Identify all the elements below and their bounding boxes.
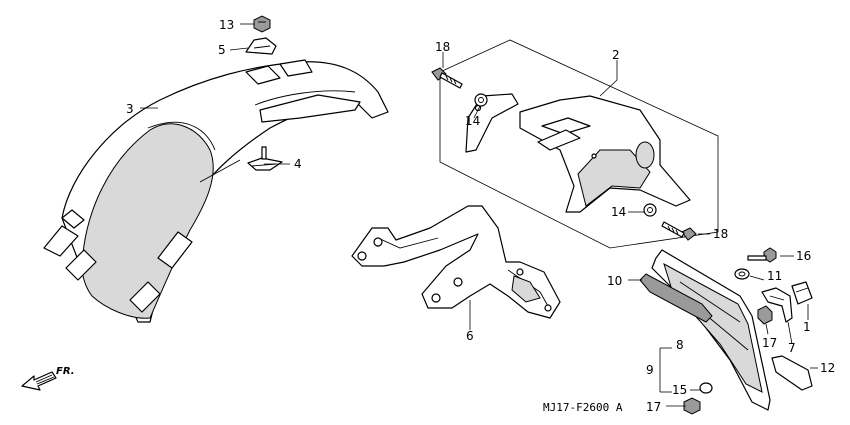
nut-17b-part [683, 397, 701, 415]
callout-18b: 18 [713, 227, 728, 241]
bolt-18b-part [661, 221, 697, 241]
clip-1-part [791, 281, 813, 305]
callout-10: 10 [607, 274, 622, 288]
washer-15-part [699, 382, 713, 394]
callout-14b: 14 [611, 205, 626, 219]
front-direction-arrow-icon [21, 371, 57, 391]
bracket-5-part [245, 37, 277, 55]
callout-8: 8 [676, 338, 684, 352]
callout-14a: 14 [465, 114, 480, 128]
callout-17b: 17 [646, 400, 661, 414]
grommet-14b-part [643, 203, 657, 217]
callout-5: 5 [218, 43, 226, 57]
nut-13-part [253, 15, 271, 33]
callout-11: 11 [767, 269, 782, 283]
rear-fender-part [43, 59, 389, 323]
reflector-10-part [639, 273, 713, 323]
leader-lines [140, 23, 818, 407]
callout-1: 1 [803, 320, 811, 334]
callout-13: 13 [219, 18, 234, 32]
callout-4: 4 [294, 157, 302, 171]
callout-18a: 18 [435, 40, 450, 54]
callout-12: 12 [820, 361, 835, 375]
callout-6: 6 [466, 329, 474, 343]
callout-3: 3 [126, 102, 134, 116]
grommet-14a-part [474, 93, 488, 107]
callout-16: 16 [796, 249, 811, 263]
bracket-7-part [761, 287, 793, 323]
bolt-16-part [747, 247, 777, 263]
rear-cowl-part [465, 93, 691, 213]
collar-11-part [734, 268, 750, 280]
reflector-12-part [771, 355, 813, 391]
callout-7: 7 [788, 341, 796, 355]
clip-4-part [247, 146, 283, 171]
callout-17a: 17 [762, 336, 777, 350]
callout-2: 2 [612, 48, 620, 62]
callout-15: 15 [672, 383, 687, 397]
bolt-18a-part [431, 67, 463, 89]
front-indicator-label: FR. [56, 366, 75, 377]
diagram-code: MJ17-F2600 A [543, 401, 623, 414]
nut-17a-part [757, 305, 773, 325]
subassembly-outline-box [439, 39, 719, 249]
stay-6-part [351, 205, 561, 319]
license-bracket-8-part [651, 249, 771, 411]
callout-9: 9 [646, 363, 654, 377]
